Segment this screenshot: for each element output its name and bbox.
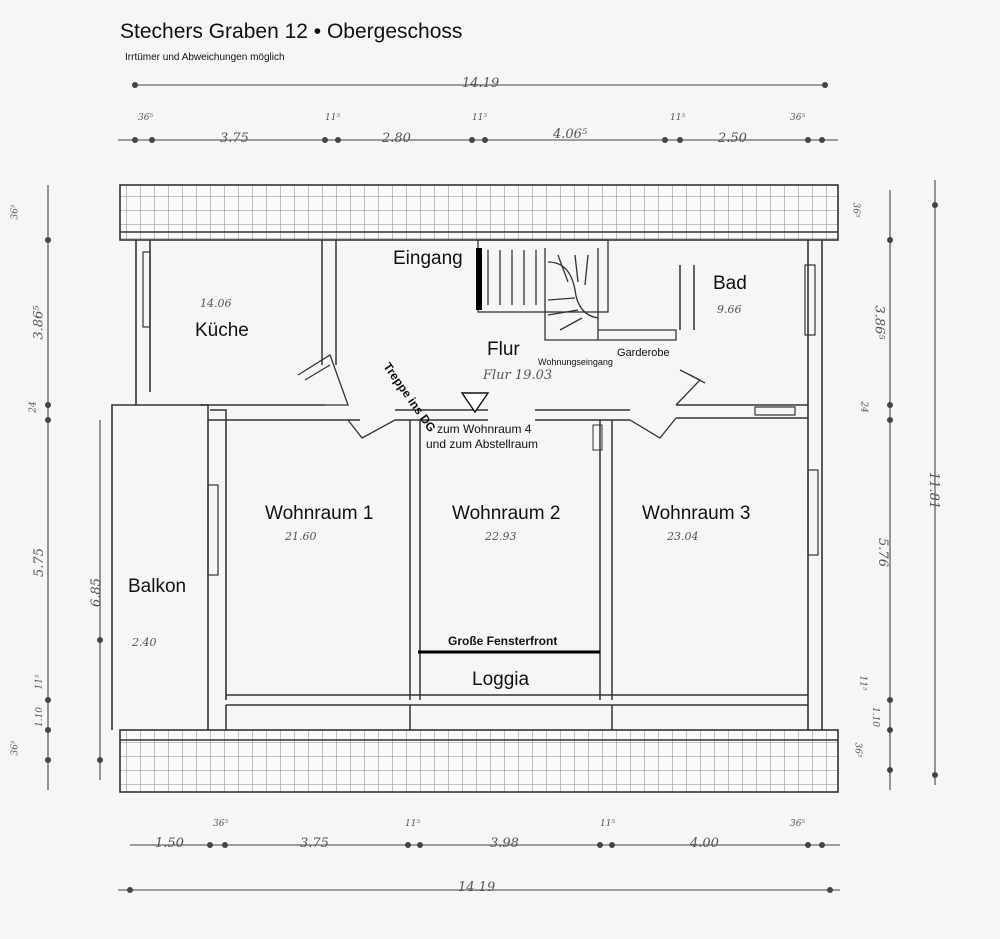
dim-bottom-seg-4: 3.98: [490, 836, 519, 851]
dim-top-seg-7: 2.50: [718, 131, 747, 146]
dim-top-seg-4: 11⁵: [472, 113, 488, 123]
dim-top-seg-3: 2.80: [382, 131, 411, 146]
roof-band-top: [119, 184, 839, 241]
room-label-bad: Bad: [713, 273, 747, 294]
interior-walls: [200, 240, 808, 730]
dim-left-1: 3.86⁵: [31, 305, 47, 340]
bay-windows: [297, 354, 706, 439]
dim-top-seg-6: 11⁵: [670, 113, 686, 123]
corridor-note-line1: zum Wohnraum 4: [437, 422, 532, 436]
dim-top-seg-2: 11⁵: [325, 113, 341, 123]
window-front-label: Große Fensterfront: [448, 634, 558, 648]
dim-top-seg-8: 36⁵: [790, 113, 806, 123]
dim-left-6: 1.10: [35, 706, 46, 728]
dim-left-5: 11⁵: [34, 674, 45, 690]
room-label-eingang: Eingang: [393, 248, 463, 269]
room-area-flur: Flur 19.03: [483, 368, 553, 383]
disclaimer: Irrtümer und Abweichungen möglich: [125, 52, 285, 63]
roof-band-bottom: [119, 729, 839, 793]
dim-bottom-seg-1: 36⁵: [213, 819, 229, 829]
room-area-wohnraum3: 23.04: [667, 530, 699, 543]
dim-left-4: 6.85: [88, 578, 104, 607]
dim-right-0: 36⁵: [850, 202, 861, 218]
room-area-wohnraum2: 22.93: [485, 530, 517, 543]
staircase: [477, 239, 677, 341]
room-label-wohnraum3: Wohnraum 3: [642, 503, 751, 524]
dim-top-total: 14.19: [462, 76, 500, 91]
dim-right-1: 3.86⁵: [871, 305, 887, 340]
dim-top-seg-0: 36⁵: [138, 113, 154, 123]
windows: [142, 251, 819, 576]
dim-left-7: 36⁵: [10, 740, 21, 756]
room-label-loggia: Loggia: [472, 669, 530, 690]
dim-right-2: 24: [858, 401, 869, 413]
dim-right-5: 11⁵: [857, 675, 868, 691]
room-area-balkon: 2.40: [132, 636, 157, 649]
dim-bottom-seg-7: 36⁵: [790, 819, 806, 829]
page-title: Stechers Graben 12 • Obergeschoss: [120, 20, 463, 43]
dim-left-3: 5.75: [31, 548, 47, 577]
room-label-flur: Flur: [487, 339, 520, 360]
room-label-wohnraum1: Wohnraum 1: [265, 503, 374, 524]
dim-left-2: 24: [28, 401, 39, 413]
dim-top-seg-1: 3.75: [220, 131, 249, 146]
dim-bottom-seg-3: 11⁵: [405, 819, 421, 829]
dim-bottom-seg-0: 1.50: [155, 836, 184, 851]
wardrobe-label: Garderobe: [617, 347, 670, 359]
dim-left-0: 36⁵: [10, 204, 21, 220]
dim-top-seg-5: 4.06⁵: [553, 127, 588, 142]
dim-right-3: 5.76: [874, 538, 890, 567]
outer-walls: [111, 240, 823, 730]
dim-bottom-seg-6: 4.00: [690, 836, 719, 851]
apartment-entrance-label: Wohnungseingang: [538, 357, 613, 367]
room-area-wohnraum1: 21.60: [285, 530, 317, 543]
room-label-balkon: Balkon: [128, 576, 187, 597]
dimension-lines: [47, 84, 936, 891]
dim-right-6: 1.10: [870, 706, 881, 728]
dim-bottom-seg-2: 3.75: [300, 836, 329, 851]
dim-right-4: 11.81: [926, 471, 942, 510]
stair-arrow: [460, 392, 490, 414]
dim-bottom-total: 14.19: [458, 880, 496, 895]
room-label-kueche: Küche: [195, 320, 249, 341]
dim-right-7: 36⁵: [852, 742, 863, 758]
room-label-wohnraum2: Wohnraum 2: [452, 503, 561, 524]
room-area-kueche: 14.06: [200, 297, 232, 310]
dim-bottom-seg-5: 11⁵: [600, 819, 616, 829]
corridor-note-line2: und zum Abstellraum: [426, 437, 539, 451]
shaft-mark: [592, 424, 603, 451]
entrance-door-mark: [476, 248, 482, 310]
room-area-bad: 9.66: [717, 303, 742, 316]
dimension-ticks: [45, 82, 938, 893]
